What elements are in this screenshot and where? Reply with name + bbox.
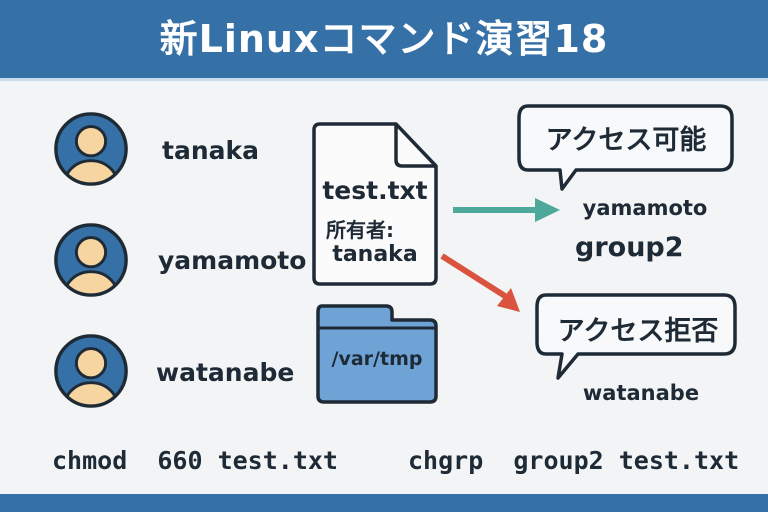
access-denied-text: アクセス拒否	[557, 316, 719, 347]
file-owner-label: 所有者:	[326, 218, 394, 242]
chmod-command: chmod 660 test.txt	[52, 446, 338, 475]
footer-bar	[0, 494, 768, 512]
user-name-watanabe: watanabe	[156, 358, 295, 387]
folder-path: /var/tmp	[331, 348, 423, 370]
access-allowed-text: アクセス可能	[545, 125, 707, 156]
file-name: test.txt	[322, 176, 428, 205]
user-name-yamamoto: yamamoto	[158, 246, 307, 275]
folder-icon	[316, 304, 438, 404]
chgrp-command: chgrp group2 test.txt	[408, 446, 740, 475]
user-avatar-icon	[54, 334, 128, 408]
document-icon	[312, 122, 438, 286]
page-title: 新Linuxコマンド演習18	[159, 17, 609, 61]
allowed-user: yamamoto	[582, 196, 708, 220]
denied-user: watanabe	[582, 381, 700, 405]
arrow-denied-icon	[440, 253, 520, 312]
speech-bubble-allowed	[517, 104, 734, 191]
arrow-allowed-icon	[453, 198, 560, 222]
header-bar: 新Linuxコマンド演習18	[0, 0, 768, 81]
file-owner: tanaka	[332, 242, 418, 267]
speech-bubble-denied	[535, 293, 737, 380]
user-avatar-icon	[54, 223, 128, 297]
allowed-group: group2	[575, 232, 684, 263]
user-name-tanaka: tanaka	[162, 136, 259, 165]
user-avatar-icon	[54, 112, 128, 186]
